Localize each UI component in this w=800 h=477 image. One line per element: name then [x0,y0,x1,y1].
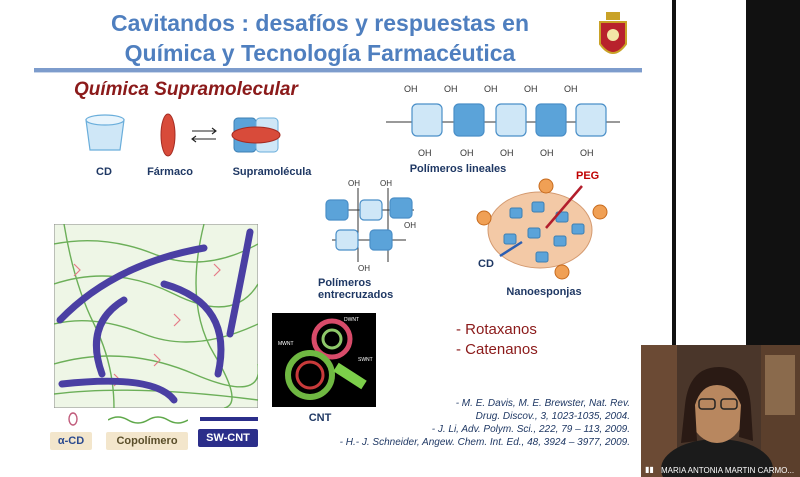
drug-ellipse-icon [160,113,176,157]
oh-label: OH [404,84,418,94]
reference-line: - H.- J. Schneider, Angew. Chem. Int. Ed… [339,437,630,448]
cyclodextrin-cone-icon [85,114,125,151]
svg-text:OH: OH [358,264,370,273]
equilibrium-arrows-icon [191,127,217,143]
structure-list: - Rotaxanos - Catenanos [456,320,538,360]
sw-cnt-bar-icon [200,417,258,421]
participant-video-tile[interactable]: ▮▮ MARIA ANTONIA MARTIN CARMO... [641,345,800,477]
svg-text:OH: OH [580,148,594,158]
section-heading: Química Supramolecular [74,79,298,100]
references: - M. E. Davis, M. E. Brewster, Nat. Rev.… [286,397,630,449]
svg-text:OH: OH [500,148,514,158]
list-item-rotaxanos: - Rotaxanos [456,321,537,338]
svg-text:OH: OH [524,84,538,94]
reference-line: Drug. Discov., 3, 1023-1035, 2004. [475,411,630,422]
reference-line: - J. Li, Adv. Polym. Sci., 222, 79 – 113… [431,424,630,435]
svg-text:OH: OH [348,179,360,188]
polimeros-label-line1: Polímeros [318,277,372,289]
svg-text:OH: OH [540,148,554,158]
legend-alpha-cd: α-CD [50,432,92,450]
mwnt-label: MWNT [278,341,294,347]
copolymer-chain-icon [108,416,188,424]
alpha-cd-ring-icon [68,412,78,426]
inclusion-complex-diagram [85,113,281,157]
svg-text:OH: OH [418,148,432,158]
cd-nanosponge-label: CD [478,258,494,270]
legend-copolimero: Copolímero [106,432,188,450]
legend-sw-cnt: SW-CNT [198,429,258,447]
list-item-catenanos: - Catenanos [456,341,538,358]
crosslinked-polymer-diagram: OH OH OH OH [325,179,416,273]
participant-name: MARIA ANTONIA MARTIN CARMO... [661,466,795,475]
supramolecula-label: Supramolécula [232,166,312,178]
university-crest-logo [599,12,627,54]
dwnt-label: DWNT [344,317,359,323]
supramolecule-icon [231,117,281,153]
title-line-1: Cavitandos : desafíos y respuestas en [111,10,529,36]
linear-polymer-diagram: OH OH OH OH OH OH OH OH OH OH [386,84,620,158]
participant-video-feed [641,345,800,477]
svg-text:OH: OH [460,148,474,158]
title-line-2: Química y Tecnología Farmacéutica [124,40,516,66]
nanosponge-diagram [476,178,608,280]
svg-text:OH: OH [564,84,578,94]
cnt-label: CNT [308,412,332,424]
nanoesponjas-label: Nanoesponjas [506,286,582,298]
audio-indicator-icon: ▮▮ [645,465,654,474]
polimeros-entrecruzados-label: Polímeros entrecruzados [318,277,408,301]
svg-text:OH: OH [484,84,498,94]
swnt-label: SWNT [358,357,373,363]
slide-title: Cavitandos : desafíos y respuestas en Qu… [0,8,640,68]
polimeros-label-line2: entrecruzados [318,289,394,301]
farmaco-label: Fármaco [147,166,193,178]
svg-text:OH: OH [380,179,392,188]
title-divider [34,68,642,72]
right-panel-white-area [676,0,746,345]
title-divider-thin [34,72,642,73]
svg-text:OH: OH [404,221,416,230]
cd-label: CD [96,166,112,178]
reference-line: - M. E. Davis, M. E. Brewster, Nat. Rev. [455,398,630,409]
polyrotaxane-network-image [54,224,258,408]
carbon-nanotube-image: DWNT MWNT SWNT [272,313,376,407]
svg-text:OH: OH [444,84,458,94]
polimeros-lineales-label: Polímeros lineales [409,163,507,175]
presentation-slide: Cavitandos : desafíos y respuestas en Qu… [0,0,672,477]
peg-label: PEG [576,170,600,182]
